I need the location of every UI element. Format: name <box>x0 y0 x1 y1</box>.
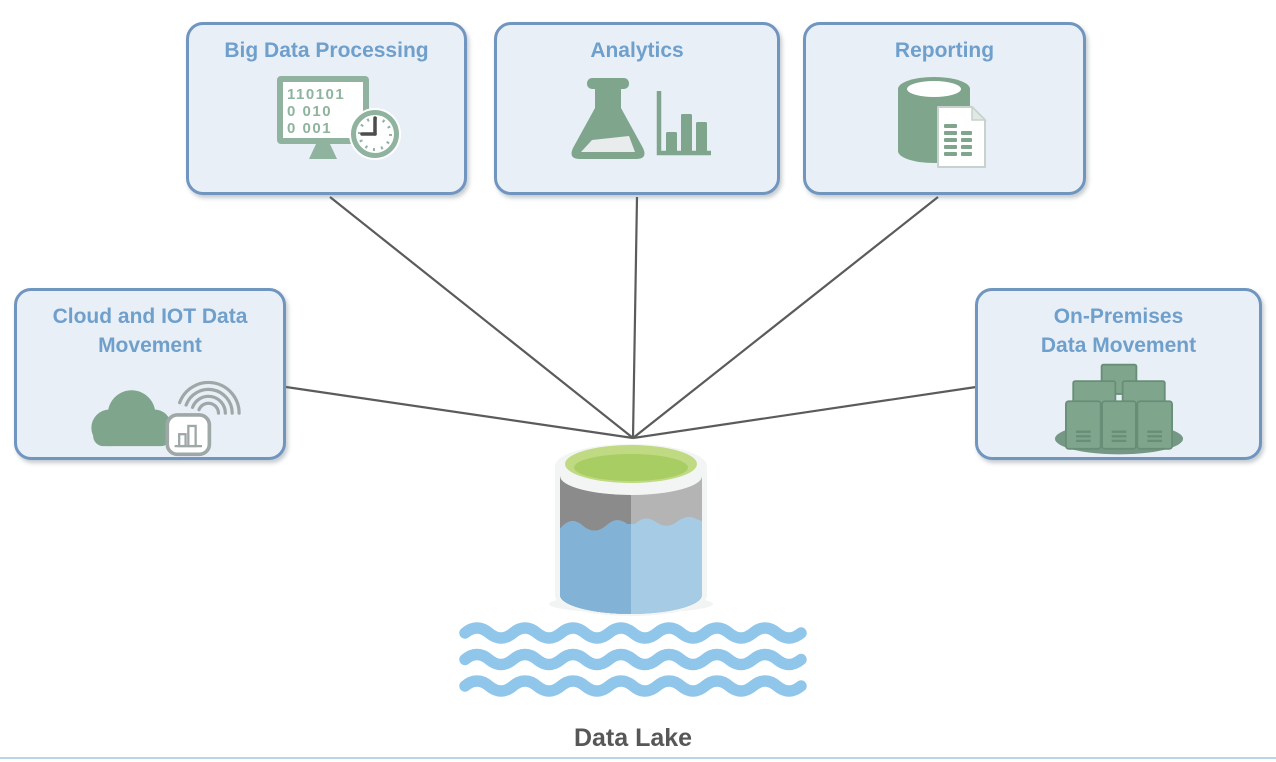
connector-line <box>329 196 634 439</box>
svg-text:0 010: 0 010 <box>287 103 332 120</box>
cloud-icon <box>90 390 171 447</box>
node-title: Cloud and IOT Data Movement <box>53 291 248 361</box>
node-title: On-Premises Data Movement <box>1041 291 1196 361</box>
node-title: Reporting <box>895 25 994 66</box>
node-cloud-iot-data-movement: Cloud and IOT Data Movement <box>14 288 286 460</box>
node-title-line: On-Premises <box>1053 305 1184 328</box>
connector-line <box>632 385 977 440</box>
monitor-binary-clock-icon: 110101 0 010 0 001 <box>276 75 401 160</box>
cylinder-water <box>560 516 702 614</box>
data-lake-caption: Data Lake <box>573 724 693 752</box>
cloud-iot-signal-icon <box>90 380 241 457</box>
bottom-divider <box>0 757 1276 759</box>
mini-bar-chart-icon <box>174 424 202 448</box>
node-on-premises-data-movement: On-Premises Data Movement <box>975 288 1262 460</box>
node-title-line: Reporting <box>894 39 995 62</box>
node-title-line: Movement <box>98 333 202 357</box>
svg-text:0 001: 0 001 <box>287 120 332 137</box>
connector-line <box>632 196 939 439</box>
water-waves-icon <box>459 622 807 697</box>
node-title-line: Big Data Processing <box>224 39 429 62</box>
cylinder-top <box>565 445 697 483</box>
server-led-lines <box>1075 430 1162 442</box>
cylinder-rim <box>555 444 707 616</box>
database-document-icon <box>897 76 987 168</box>
node-big-data-processing: Big Data Processing 110101 0 010 0 001 <box>186 22 467 195</box>
node-analytics: Analytics <box>494 22 780 195</box>
node-title-line: Cloud and IOT Data <box>52 305 248 328</box>
cylinder-body <box>560 476 702 614</box>
node-title-line: Data Movement <box>1040 333 1197 357</box>
node-title-line: Analytics <box>590 39 684 62</box>
data-lake-icon <box>549 444 713 616</box>
wifi-signal-icon <box>177 380 241 415</box>
server-farm-icon <box>1054 363 1183 455</box>
cylinder-shadow <box>549 595 713 613</box>
connector-line <box>631 196 639 439</box>
flask-bar-chart-icon <box>571 77 711 159</box>
svg-text:110101: 110101 <box>287 86 345 103</box>
node-reporting: Reporting <box>803 22 1086 195</box>
node-title: Analytics <box>590 25 683 66</box>
connector-line <box>285 385 634 440</box>
node-title: Big Data Processing <box>224 25 428 66</box>
